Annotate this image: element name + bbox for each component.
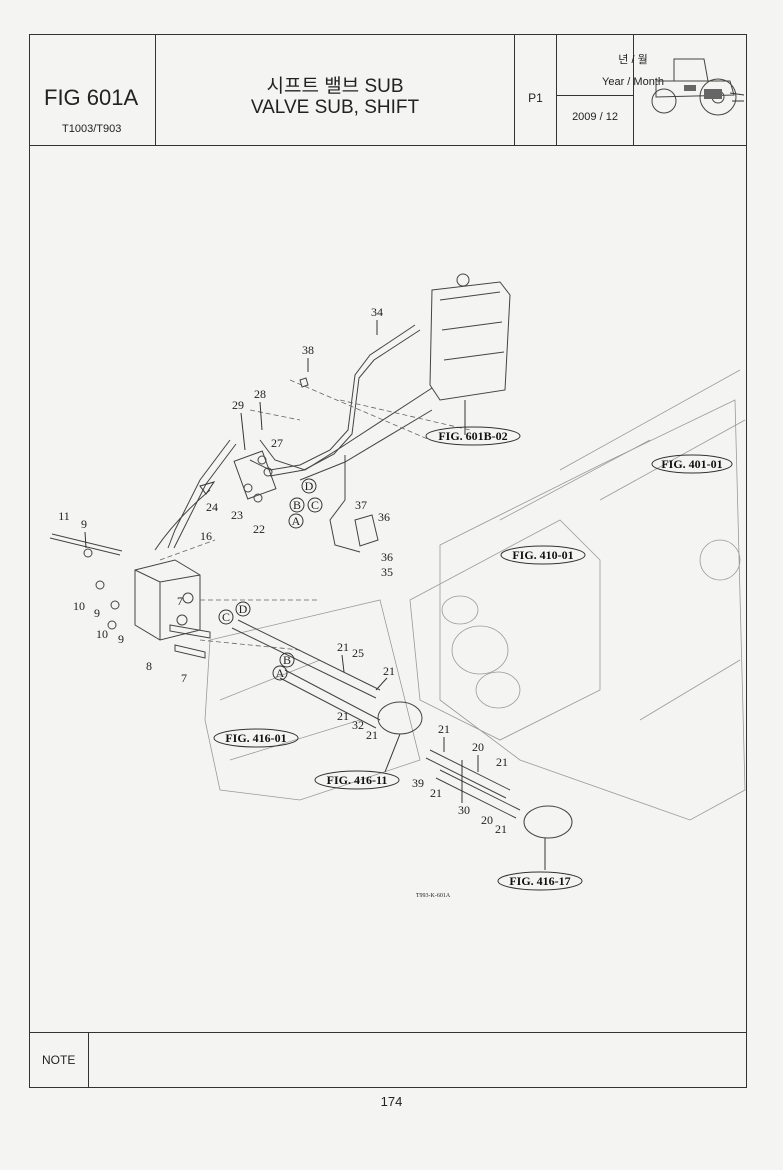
note-label-cell: NOTE (30, 1033, 89, 1087)
svg-text:38: 38 (302, 343, 314, 357)
svg-text:34: 34 (371, 305, 383, 319)
page-number: 174 (380, 1094, 403, 1109)
svg-text:22: 22 (253, 522, 265, 536)
page-frame: FIG 601A T1003/T903 시프트 밸브 SUB VALVE SUB… (29, 34, 747, 1088)
svg-text:FIG. 416-01: FIG. 416-01 (225, 731, 286, 745)
svg-text:32: 32 (352, 718, 364, 732)
svg-text:21: 21 (383, 664, 395, 678)
svg-text:10: 10 (96, 627, 108, 641)
title-english: VALVE SUB, SHIFT (250, 97, 420, 118)
note-label: NOTE (42, 1053, 76, 1067)
svg-text:27: 27 (271, 436, 283, 450)
svg-text:25: 25 (352, 646, 364, 660)
svg-text:30: 30 (458, 803, 470, 817)
svg-text:A: A (292, 514, 301, 528)
title-cell: 시프트 밸브 SUB VALVE SUB, SHIFT (156, 35, 515, 145)
svg-text:39: 39 (412, 776, 424, 790)
page-tag-cell: P1 (515, 35, 557, 145)
svg-text:9: 9 (118, 632, 124, 646)
svg-text:29: 29 (232, 398, 244, 412)
svg-text:FIG. 601B-02: FIG. 601B-02 (438, 429, 507, 443)
svg-text:FIG. 416-11: FIG. 416-11 (327, 773, 388, 787)
svg-text:35: 35 (381, 565, 393, 579)
title-block: FIG 601A T1003/T903 시프트 밸브 SUB VALVE SUB… (30, 35, 746, 146)
svg-text:21: 21 (430, 786, 442, 800)
svg-text:7: 7 (181, 671, 187, 685)
svg-text:7: 7 (177, 594, 183, 608)
svg-text:A: A (276, 666, 285, 680)
svg-text:20: 20 (481, 813, 493, 827)
svg-text:9: 9 (81, 517, 87, 531)
page-tag: P1 (528, 91, 543, 105)
svg-text:21: 21 (337, 640, 349, 654)
svg-text:B: B (283, 653, 291, 667)
year-month-cell: 년 / 월 Year / Month 2009 / 12 (557, 35, 664, 145)
part-numbers: 34 38 28 29 27 24 23 22 37 36 36 35 11 9… (58, 305, 508, 836)
svg-text:9: 9 (94, 606, 100, 620)
year-month-heading: 년 / 월 Year / Month (557, 35, 664, 96)
tractor-cell (634, 35, 748, 145)
svg-text:23: 23 (231, 508, 243, 522)
circle-letter-callouts: D B A C D C B A (218, 478, 323, 681)
year-month-ko: 년 / 월 (618, 54, 648, 66)
svg-text:36: 36 (378, 510, 390, 524)
svg-text:21: 21 (366, 728, 378, 742)
svg-text:B: B (293, 498, 301, 512)
svg-text:FIG. 410-01: FIG. 410-01 (512, 548, 573, 562)
fig-code-cell: FIG 601A T1003/T903 (30, 35, 156, 145)
figure-references: FIG. 601B-02 FIG. 401-01 FIG. 410-01 FIG… (213, 426, 733, 891)
svg-text:21: 21 (496, 755, 508, 769)
svg-text:36: 36 (381, 550, 393, 564)
svg-text:21: 21 (495, 822, 507, 836)
svg-text:8: 8 (146, 659, 152, 673)
svg-text:21: 21 (438, 722, 450, 736)
svg-text:10: 10 (73, 599, 85, 613)
drawing-code: T993-K-601A (416, 893, 451, 899)
model-code: T1003/T903 (62, 123, 122, 135)
svg-text:D: D (305, 479, 314, 493)
svg-text:16: 16 (200, 529, 212, 543)
svg-text:20: 20 (472, 740, 484, 754)
year-month-en: Year / Month (602, 76, 664, 88)
svg-text:C: C (311, 498, 319, 512)
svg-text:37: 37 (355, 498, 367, 512)
note-row: NOTE (30, 1032, 746, 1087)
fig-code: FIG 601A (44, 85, 139, 110)
svg-text:FIG. 416-17: FIG. 416-17 (509, 874, 570, 888)
svg-text:21: 21 (337, 709, 349, 723)
svg-text:D: D (239, 602, 248, 616)
svg-text:C: C (222, 610, 230, 624)
svg-text:24: 24 (206, 500, 218, 514)
svg-text:11: 11 (58, 509, 70, 523)
year-month-value: 2009 / 12 (572, 111, 618, 123)
svg-text:28: 28 (254, 387, 266, 401)
title-korean: 시프트 밸브 SUB (266, 76, 404, 97)
tractor-icon (651, 58, 745, 116)
svg-text:FIG. 401-01: FIG. 401-01 (661, 457, 722, 471)
